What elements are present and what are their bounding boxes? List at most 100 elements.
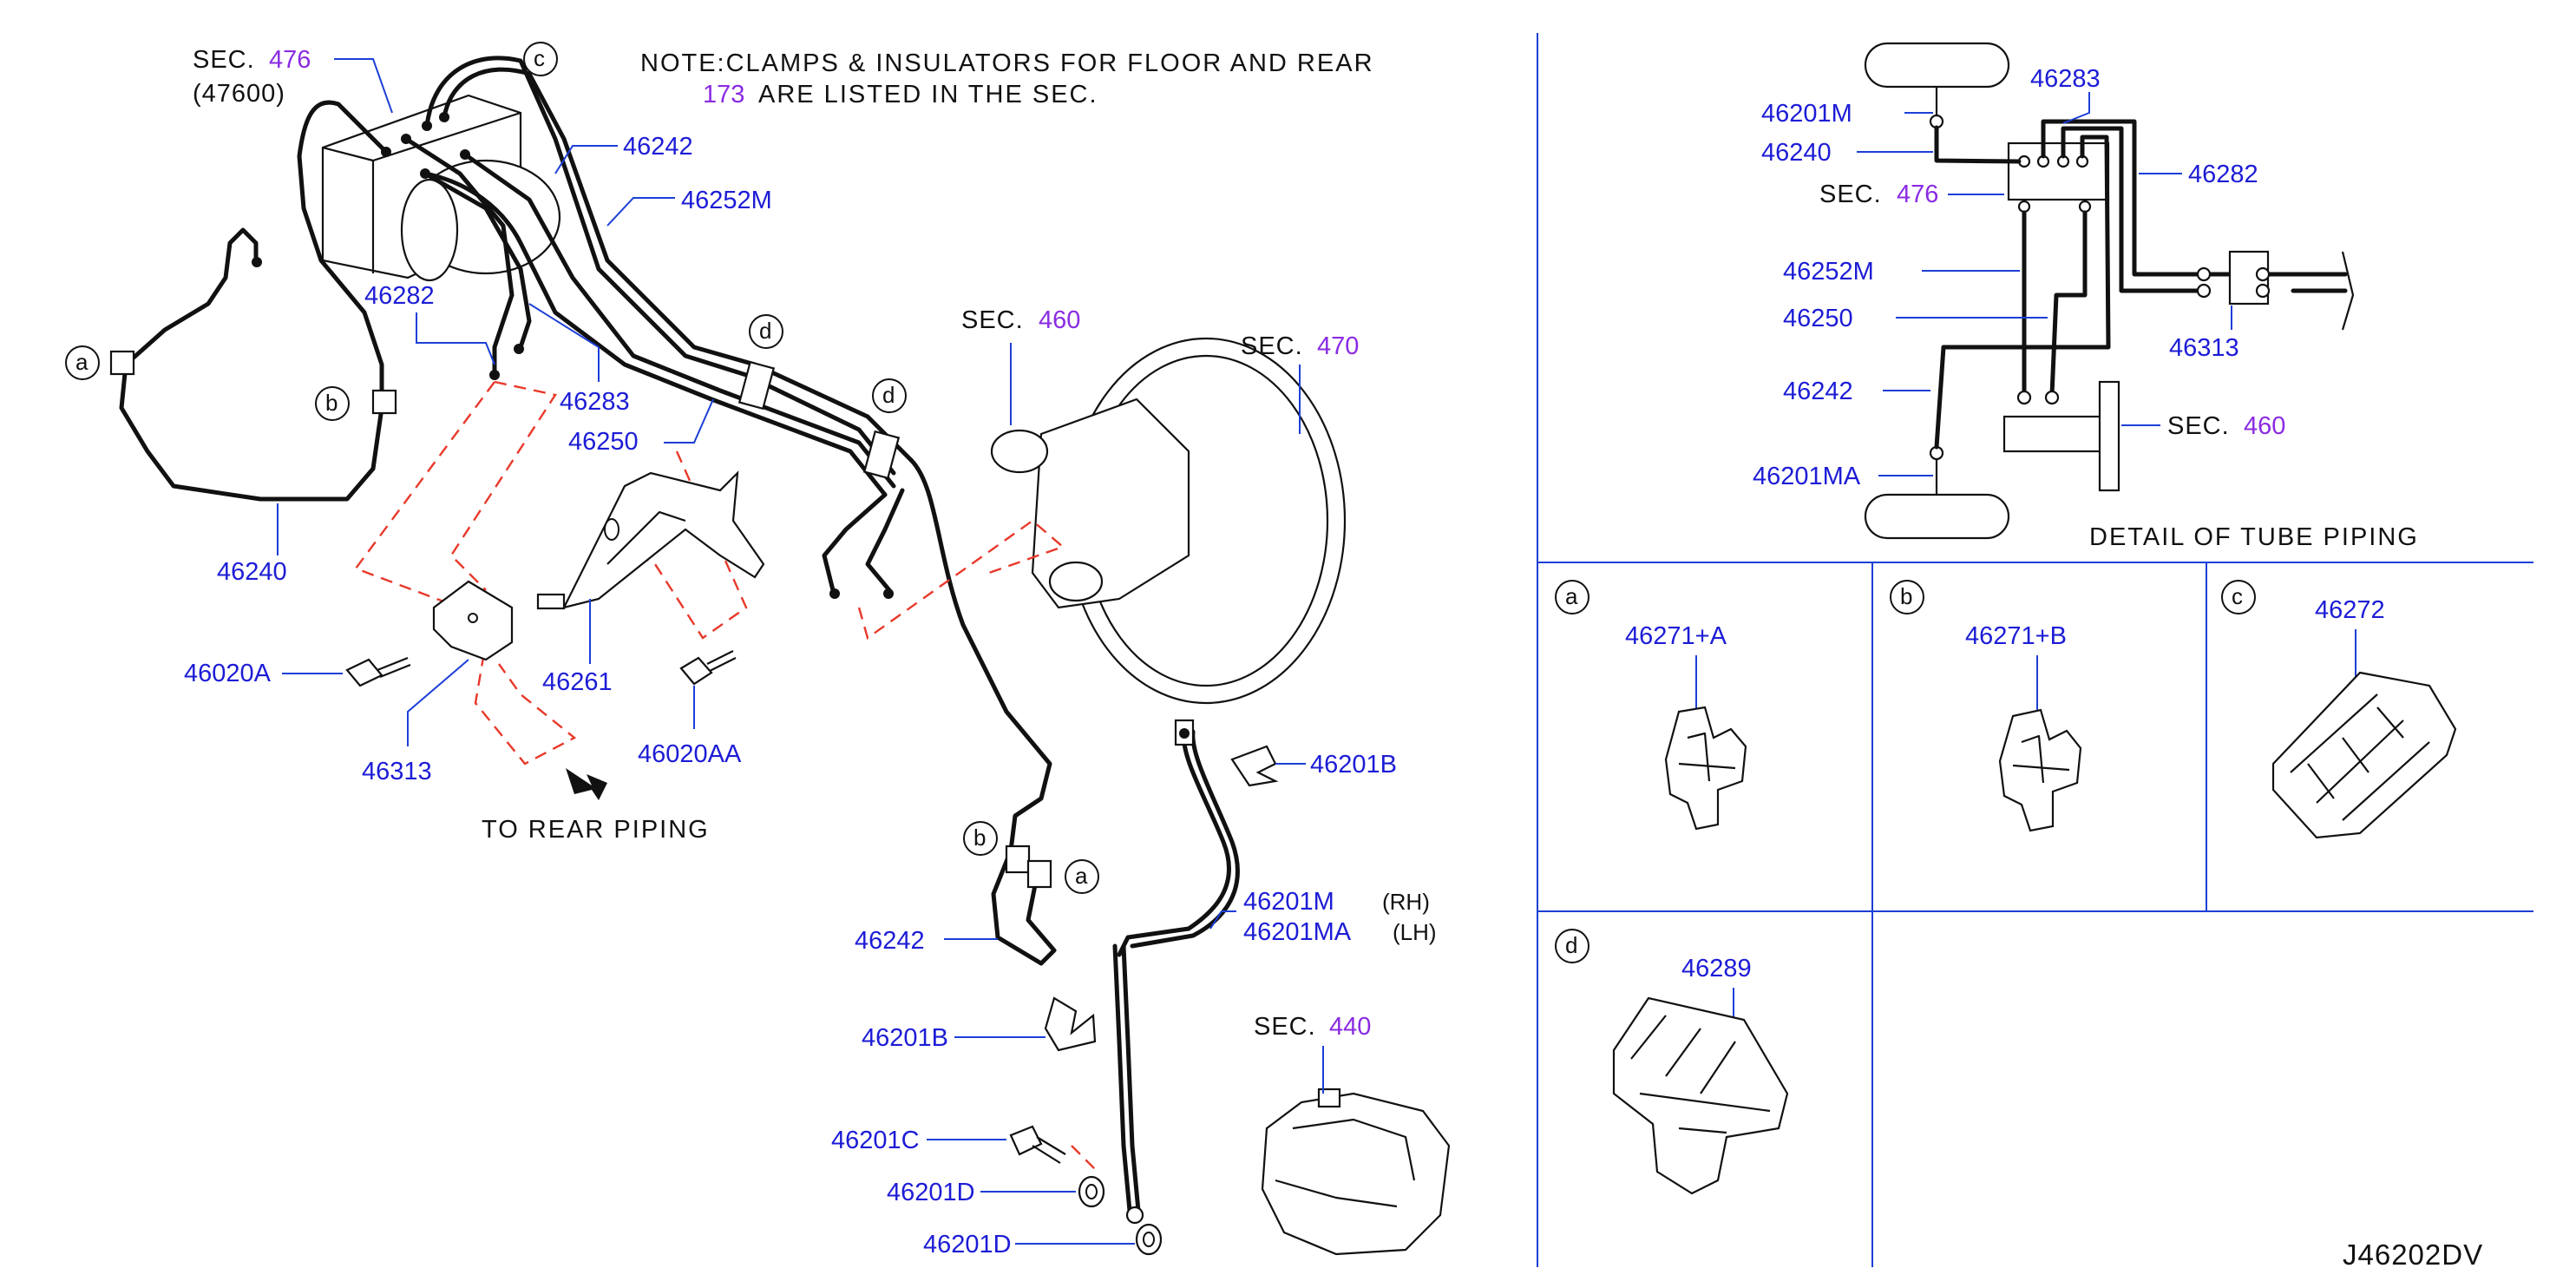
bolt-46020AA: [679, 650, 737, 686]
detail-label-46242: 46242: [1783, 378, 1853, 405]
callout-c-top: c: [523, 42, 558, 76]
washer-46201D-upper: [1078, 1175, 1105, 1208]
detail-tube-piping: [1864, 42, 2355, 540]
clip-46201B-lower: [1044, 996, 1097, 1052]
brake-tubes-front: [423, 56, 1057, 966]
callout-b-panel: b: [1890, 580, 1924, 614]
callout-b-left: b: [315, 386, 350, 421]
detail-label-46252M: 46252M: [1783, 258, 1874, 286]
label-46261: 46261: [542, 668, 613, 696]
label-46242-lower: 46242: [855, 927, 925, 955]
label-46252M-top: 46252M: [681, 187, 772, 214]
brake-hose-front: [1112, 719, 1240, 1225]
sec-476-number: 476: [269, 46, 311, 74]
washer-46201D-lower: [1135, 1223, 1163, 1256]
callout-a-left: a: [65, 345, 100, 380]
dashed-outline-master: [857, 519, 1065, 640]
detail-sec-460-prefix: SEC.: [2167, 412, 2230, 440]
detail-sec-460-number: 460: [2244, 412, 2285, 440]
label-46250: 46250: [568, 428, 639, 456]
sec-470-number: 470: [1317, 332, 1359, 360]
panel-frame: [1537, 33, 2533, 1267]
tube-46240: [109, 100, 397, 502]
to-rear-piping-label: TO REAR PIPING: [482, 816, 710, 844]
bracket-46261: [536, 470, 765, 610]
connector-46313: [432, 580, 514, 661]
callout-d-1: d: [749, 314, 783, 349]
detail-title: DETAIL OF TUBE PIPING: [2089, 523, 2419, 551]
svg-text:a: a: [75, 349, 88, 375]
label-lh: (LH): [1393, 919, 1437, 945]
detail-label-46201M: 46201M: [1761, 100, 1852, 128]
dashed-outline-caliper: [1071, 1145, 1098, 1173]
label-46271B: 46271+B: [1965, 622, 2067, 650]
detail-sec-476-prefix: SEC.: [1819, 181, 1882, 208]
label-46201C: 46201C: [831, 1127, 920, 1154]
svg-text:d: d: [759, 318, 771, 344]
detail-label-46283: 46283: [2030, 65, 2101, 93]
label-46240: 46240: [217, 558, 287, 586]
svg-text:b: b: [1900, 583, 1912, 609]
svg-text:a: a: [1075, 863, 1088, 889]
callout-d-2: d: [872, 378, 907, 413]
label-46242-top: 46242: [623, 133, 693, 161]
label-46201B-lower: 46201B: [862, 1024, 948, 1052]
note-line-1: NOTE:CLAMPS & INSULATORS FOR FLOOR AND R…: [640, 49, 1374, 77]
label-46272: 46272: [2315, 596, 2385, 624]
brake-caliper: [1261, 1088, 1451, 1256]
clamp-46272: [2271, 671, 2457, 839]
sec-440-number: 440: [1329, 1013, 1371, 1041]
note-sec-number: 173: [703, 81, 744, 108]
bolt-46201C: [1009, 1125, 1066, 1164]
svg-text:c: c: [534, 45, 545, 71]
svg-text:d: d: [882, 382, 895, 408]
note-line-2: ARE LISTED IN THE SEC.: [758, 81, 1098, 108]
svg-text:a: a: [1565, 583, 1578, 609]
callout-c-panel: c: [2221, 580, 2256, 614]
clamp-46271B: [1998, 708, 2082, 832]
callout-b-lower: b: [963, 821, 998, 856]
label-46282: 46282: [364, 282, 435, 310]
bolt-46020A: [345, 656, 411, 687]
sec-440-prefix: SEC.: [1254, 1013, 1316, 1041]
arrow-to-rear-icon: [566, 768, 607, 800]
sec-460-prefix: SEC.: [961, 306, 1024, 334]
clamp-46271A: [1664, 706, 1747, 831]
callout-a-lower: a: [1065, 859, 1099, 894]
tube-46283: [423, 171, 532, 350]
svg-text:b: b: [325, 390, 338, 416]
label-46201M: 46201M: [1243, 888, 1334, 916]
svg-text:d: d: [1565, 932, 1577, 958]
diagram-id: J46202DV: [2343, 1239, 2483, 1271]
label-46201D-lower: 46201D: [923, 1231, 1012, 1258]
label-46271A: 46271+A: [1625, 622, 1727, 650]
detail-sec-476-number: 476: [1897, 181, 1938, 208]
detail-label-46250: 46250: [1783, 305, 1853, 332]
label-46313: 46313: [362, 758, 432, 785]
detail-label-46313: 46313: [2169, 334, 2239, 362]
sec-476-sub: (47600): [193, 80, 285, 108]
label-46020AA: 46020AA: [638, 740, 742, 768]
tube-46282: [403, 136, 515, 376]
label-46020A: 46020A: [184, 660, 272, 687]
label-46201MA: 46201MA: [1243, 918, 1352, 946]
clip-46201B-top: [1230, 745, 1279, 787]
label-46201D-upper: 46201D: [887, 1179, 975, 1206]
callout-a-panel: a: [1555, 580, 1590, 614]
brake-booster: [990, 337, 1347, 705]
label-46283: 46283: [560, 388, 630, 416]
sec-460-number: 460: [1039, 306, 1080, 334]
svg-text:c: c: [2232, 583, 2243, 609]
detail-label-46201MA: 46201MA: [1753, 463, 1861, 490]
sec-470-prefix: SEC.: [1241, 332, 1303, 360]
svg-text:b: b: [973, 825, 986, 851]
sec-476-prefix: SEC.: [193, 46, 255, 74]
label-46289: 46289: [1681, 955, 1752, 982]
callout-d-panel: d: [1555, 929, 1590, 963]
clamp-46289: [1612, 996, 1789, 1195]
label-46201B-top: 46201B: [1310, 751, 1397, 779]
detail-label-46240: 46240: [1761, 139, 1832, 167]
detail-label-46282: 46282: [2188, 161, 2258, 188]
label-rh: (RH): [1382, 889, 1430, 915]
